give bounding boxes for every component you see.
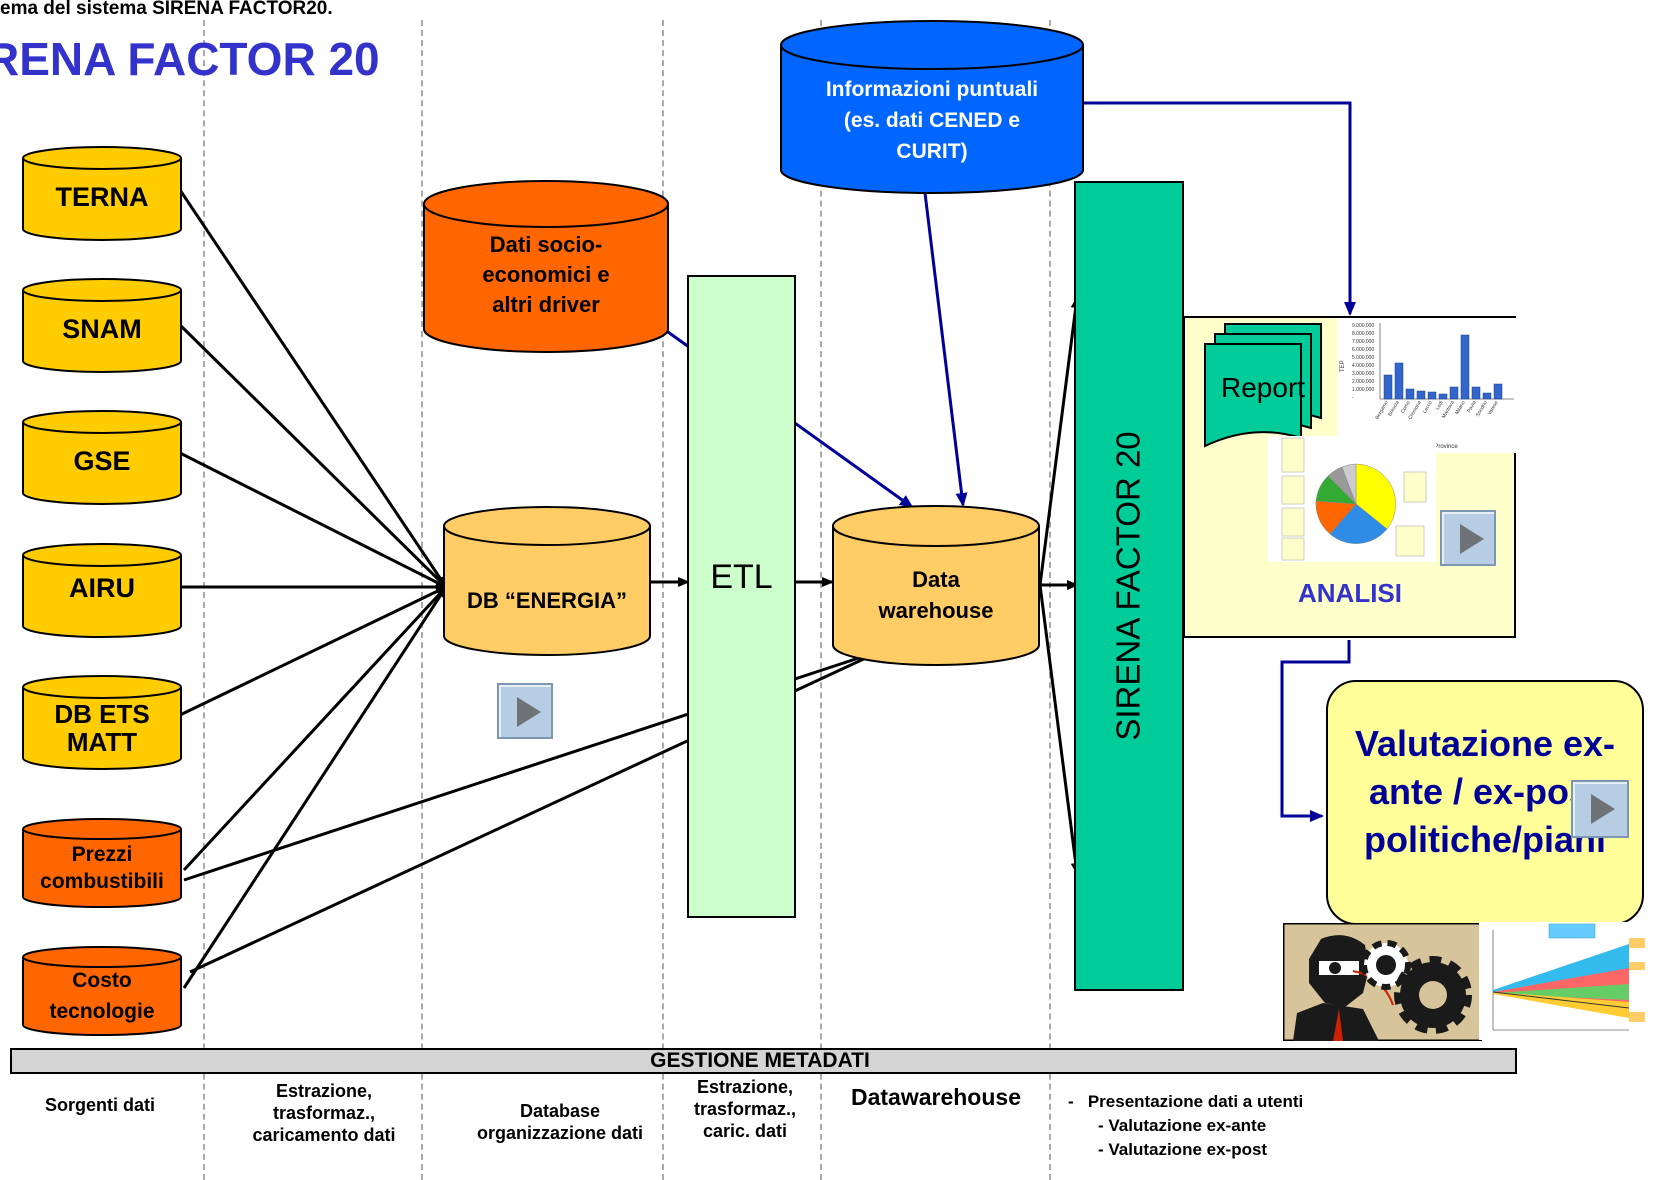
svg-text:8.000.000: 8.000.000 bbox=[1352, 331, 1374, 337]
column-label-database: Database organizzazione dati bbox=[476, 1101, 644, 1143]
report-document-icon bbox=[1204, 323, 1322, 448]
column-divider bbox=[203, 20, 205, 1180]
source-snam: SNAM bbox=[22, 278, 182, 373]
connector-dwh-sirena-top bbox=[1038, 296, 1081, 586]
diagram-subtitle: ema del sistema SIRENA FACTOR20. bbox=[0, 0, 333, 19]
svg-text:Pavia: Pavia bbox=[1466, 400, 1478, 414]
column-label-estrazione-1: Estrazione, trasformaz., caricamento dat… bbox=[252, 1081, 396, 1145]
scenario-line-chart-thumbnail bbox=[1479, 922, 1649, 1040]
gear-icon-small bbox=[1361, 940, 1411, 990]
column-label-sorgenti: Sorgenti dati bbox=[44, 1095, 155, 1115]
connector-analisi-valutazione bbox=[1280, 640, 1351, 822]
column-divider bbox=[820, 20, 822, 1180]
gear-icon-large bbox=[1394, 956, 1472, 1034]
valutazione-label: Valutazione ex-ante / ex-post politiche/… bbox=[1354, 723, 1616, 860]
report-label: Report bbox=[1221, 372, 1306, 403]
svg-text:Lecco: Lecco bbox=[1422, 400, 1434, 415]
connector-info-dwh bbox=[923, 192, 968, 507]
diagram-title: RENA FACTOR 20 bbox=[0, 33, 380, 85]
source-terna: TERNA bbox=[22, 146, 182, 241]
etl-label: ETL bbox=[710, 558, 773, 596]
svg-text:5.000.000: 5.000.000 bbox=[1352, 355, 1374, 361]
svg-text:1.000.000: 1.000.000 bbox=[1352, 387, 1374, 393]
connector-prezzi-db bbox=[182, 585, 448, 872]
valutazione-play-button[interactable] bbox=[1571, 780, 1629, 838]
sirena-factor-bar bbox=[1074, 181, 1184, 991]
chart-bars bbox=[1383, 334, 1503, 400]
chart-x-title: Province bbox=[1434, 444, 1458, 450]
analisi-play-button[interactable] bbox=[1440, 510, 1496, 566]
socio-economic-data: Dati socio-economici e altri driver bbox=[423, 180, 669, 353]
chart-y-ticks: 9.000.000 8.000.000 7.000.000 6.000.000 … bbox=[1352, 323, 1374, 401]
analisi-label: ANALISI bbox=[1298, 578, 1402, 608]
connector-costo-db bbox=[182, 585, 448, 989]
connector-db-ets bbox=[179, 585, 448, 717]
data-warehouse: Data warehouse bbox=[832, 505, 1040, 667]
svg-text:4.000.000: 4.000.000 bbox=[1352, 363, 1374, 369]
db-energia-play-button[interactable] bbox=[497, 683, 553, 739]
column-divider bbox=[662, 20, 664, 1180]
sirena-factor-text: SIRENA FACTOR 20 bbox=[1110, 431, 1148, 741]
column-divider bbox=[1049, 20, 1051, 1180]
source-db-ets: DB ETS MATT bbox=[22, 675, 182, 770]
source-gse: GSE bbox=[22, 410, 182, 505]
svg-text:Lodi: Lodi bbox=[1435, 400, 1445, 411]
source-prezzi: Prezzi combustibili bbox=[22, 818, 182, 908]
analisi-pie-chart-thumbnail bbox=[1268, 436, 1436, 562]
connector-gse bbox=[179, 451, 448, 589]
svg-text:9.000.000: 9.000.000 bbox=[1352, 323, 1374, 329]
column-label-estrazione-2: Estrazione, trasformaz., caric. dati bbox=[693, 1077, 797, 1141]
connector-info-analisi bbox=[1082, 101, 1356, 316]
svg-text:7.000.000: 7.000.000 bbox=[1352, 339, 1374, 345]
gestione-metadati-bar bbox=[10, 1048, 1517, 1074]
analisi-bar-chart-thumbnail: TEP 9.000.000 8.000.000 7.000.000 6.000.… bbox=[1338, 318, 1516, 453]
chart-axis-label: TEP bbox=[1340, 360, 1346, 372]
connector-snam bbox=[178, 323, 448, 589]
column-label-presentazione: - Presentazione dati a utenti - Valutazi… bbox=[1068, 1092, 1304, 1159]
db-energia: DB “ENERGIA” bbox=[443, 506, 651, 656]
gears-illustration bbox=[1283, 923, 1482, 1041]
svg-text:2.000.000: 2.000.000 bbox=[1352, 379, 1374, 385]
gestione-metadati-label: GESTIONE METADATI bbox=[650, 1049, 870, 1072]
connector-terna bbox=[178, 189, 448, 589]
svg-text:6.000.000: 6.000.000 bbox=[1352, 347, 1374, 353]
sirena-factor-label: SIRENA FACTOR 20 bbox=[1074, 181, 1184, 991]
svg-text:-: - bbox=[1352, 395, 1354, 401]
column-label-datawarehouse: Datawarehouse bbox=[850, 1084, 1021, 1110]
source-airu: AIRU bbox=[22, 543, 182, 638]
source-costo: Costo tecnologie bbox=[22, 946, 182, 1036]
etl-box bbox=[687, 275, 796, 918]
informazioni-puntuali: Informazioni puntuali (es. dati CENED e … bbox=[780, 20, 1084, 194]
connector-dwh-sirena-bottom bbox=[1038, 584, 1081, 875]
svg-text:Como: Como bbox=[1400, 400, 1412, 415]
svg-text:3.000.000: 3.000.000 bbox=[1352, 371, 1374, 377]
